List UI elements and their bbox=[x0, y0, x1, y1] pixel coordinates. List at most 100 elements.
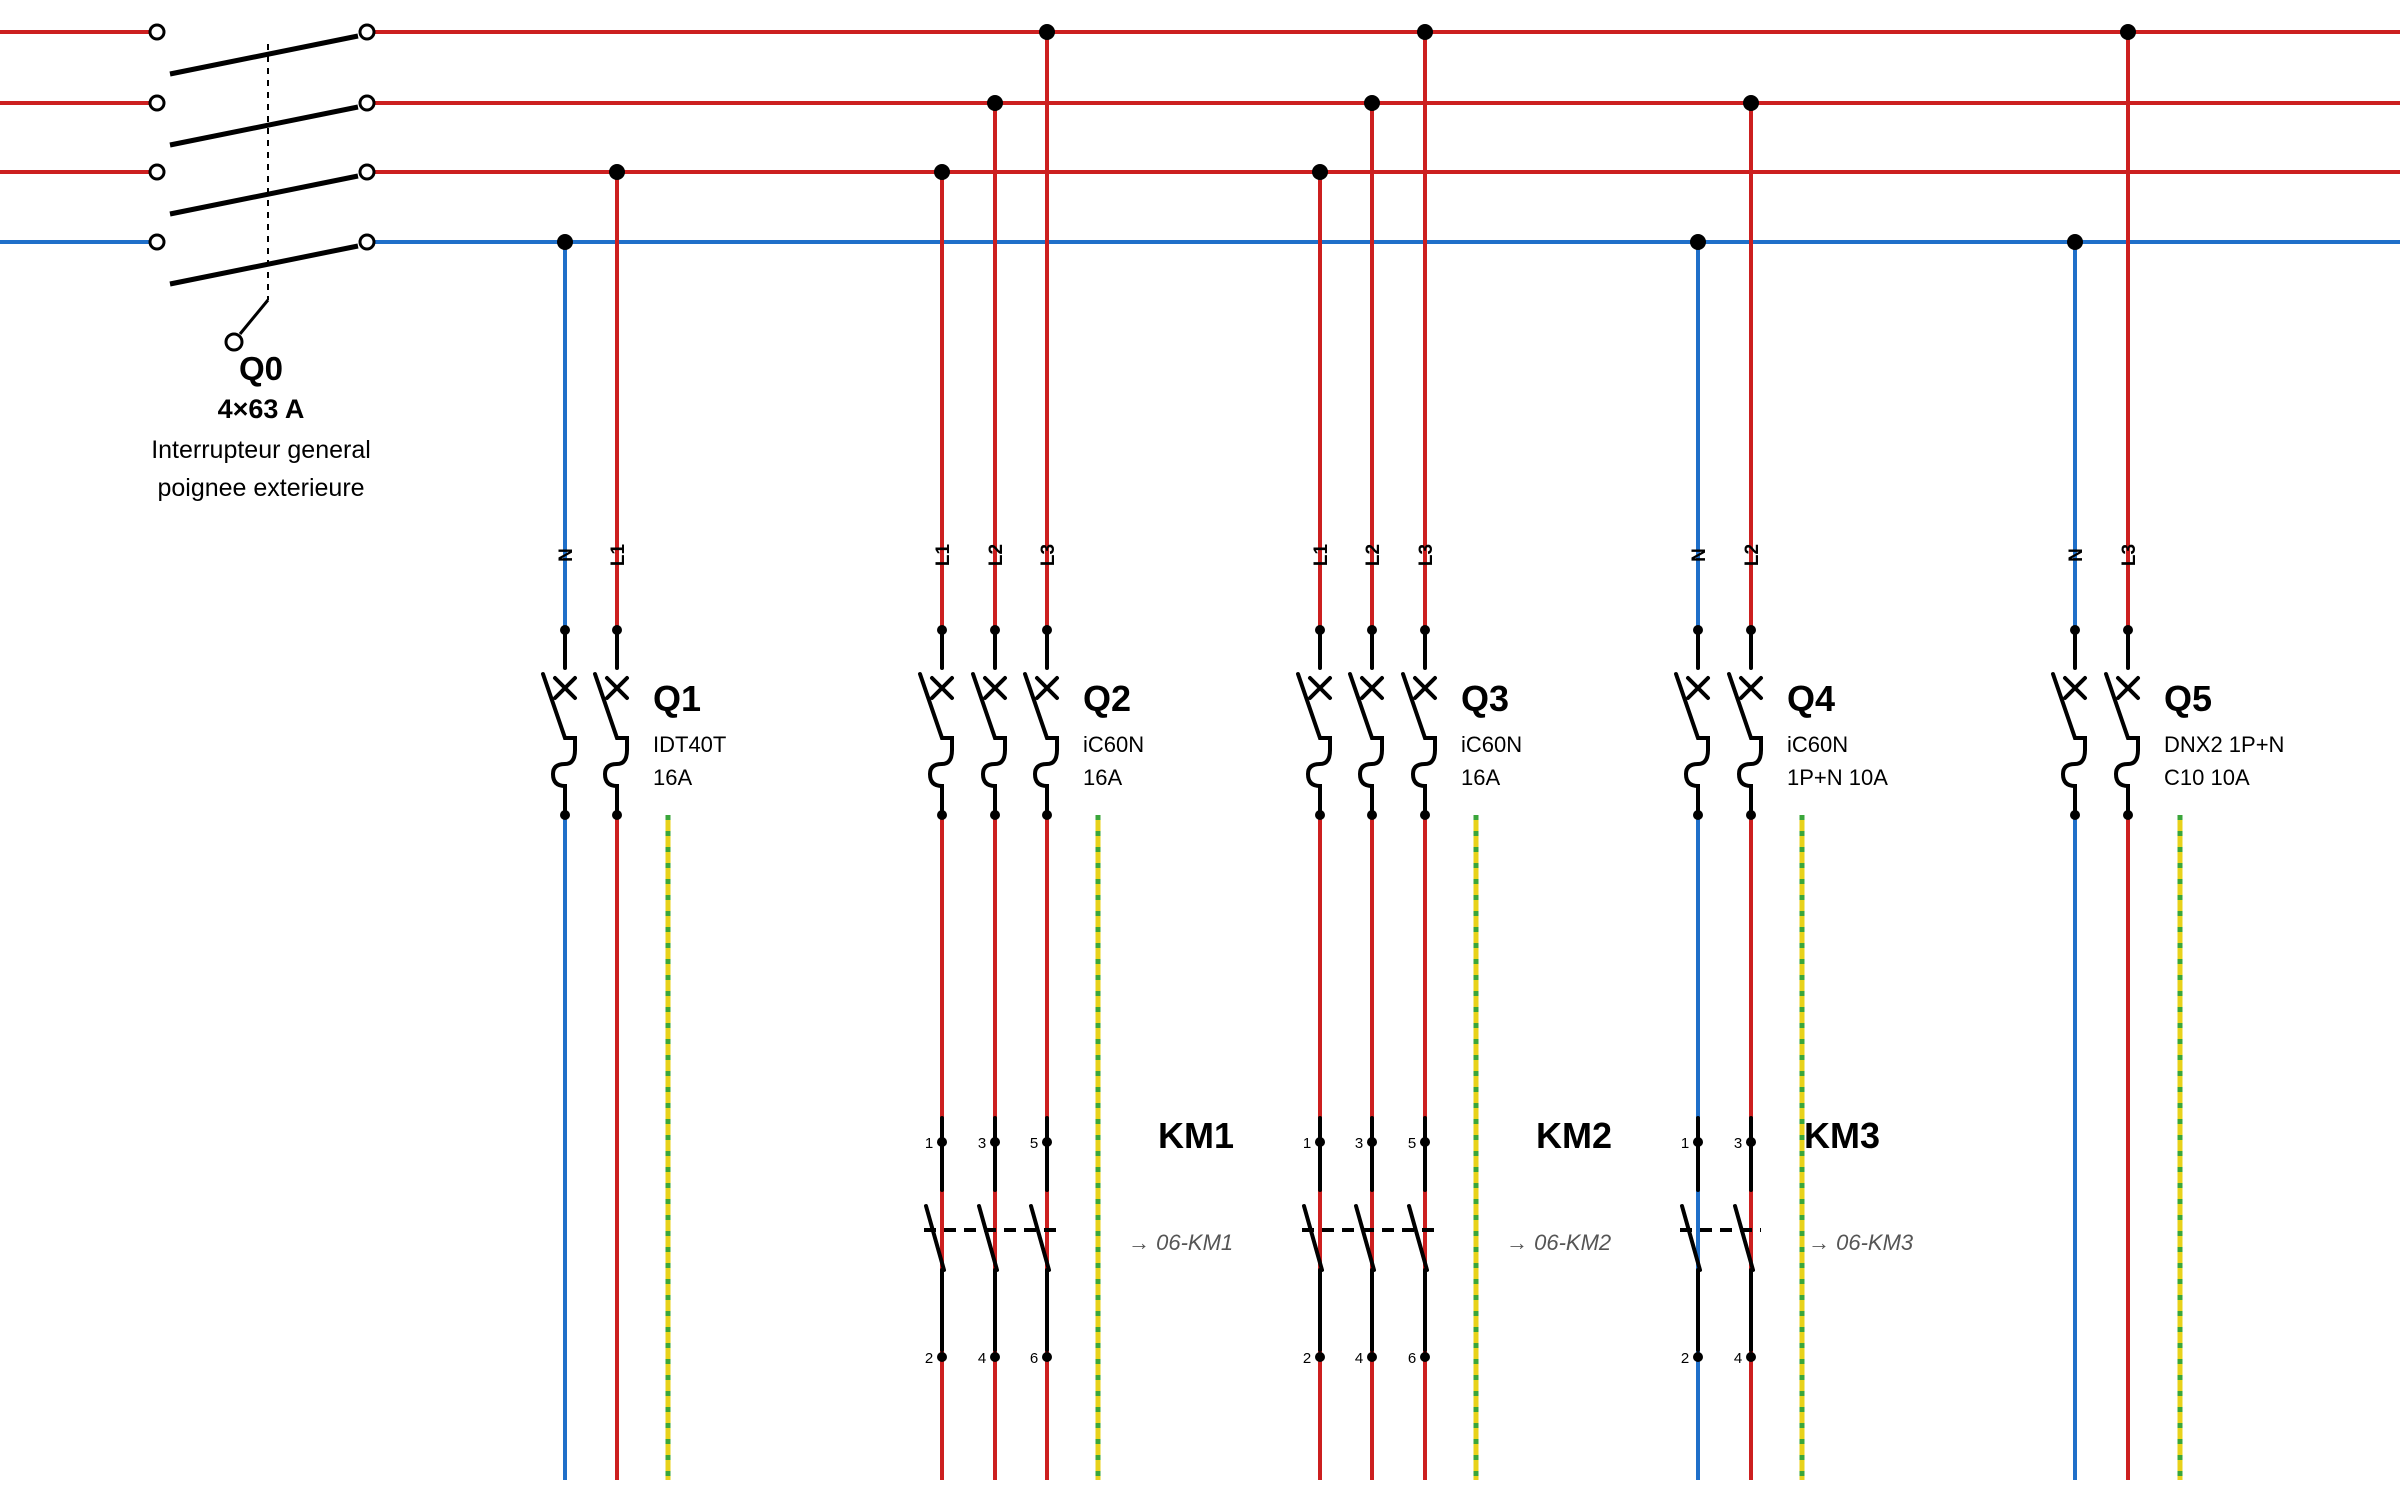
junction-dot bbox=[557, 234, 573, 250]
contactor-terminal-bottom bbox=[1693, 1352, 1703, 1362]
breaker-contact bbox=[2104, 672, 2140, 817]
breaker-name: Q1 bbox=[653, 678, 701, 719]
contactor-name: KM2 bbox=[1536, 1115, 1612, 1156]
phase-label: L1 bbox=[933, 543, 954, 566]
contactor-name: KM1 bbox=[1158, 1115, 1234, 1156]
phase-label: L3 bbox=[2119, 544, 2140, 566]
breaker-rating: 16A bbox=[1461, 765, 1500, 790]
contactor-terminal-top bbox=[1315, 1137, 1325, 1147]
breaker-model: iC60N bbox=[1083, 732, 1144, 757]
main-switch-blade-l1 bbox=[169, 173, 359, 217]
breaker-trip-cross bbox=[2063, 676, 2087, 700]
contactor-terminal-bottom bbox=[1367, 1352, 1377, 1362]
main-switch-description-2: poignee exterieure bbox=[157, 474, 364, 502]
breaker-terminal-bottom bbox=[1315, 810, 1325, 820]
phase-label: L2 bbox=[986, 544, 1007, 566]
contactor-terminal-number-bottom: 2 bbox=[925, 1350, 933, 1367]
breaker-trip-cross bbox=[2116, 676, 2140, 700]
junction-dot bbox=[1690, 234, 1706, 250]
main-switch-blade-l3 bbox=[169, 33, 359, 77]
breaker-model: DNX2 1P+N bbox=[2164, 732, 2284, 757]
main-switch-terminal-right-l1 bbox=[358, 163, 376, 181]
contactor-terminal-bottom bbox=[1746, 1352, 1756, 1362]
contactor-terminal-number-bottom: 2 bbox=[1303, 1350, 1311, 1367]
breaker-model: iC60N bbox=[1787, 732, 1848, 757]
contactor-terminal-number-top: 3 bbox=[1355, 1135, 1363, 1152]
breaker-terminal-bottom bbox=[2123, 810, 2133, 820]
phase-label: L1 bbox=[1311, 543, 1332, 566]
breaker-terminal-bottom bbox=[1746, 810, 1756, 820]
contactor-blade bbox=[924, 1204, 946, 1272]
device-symbols bbox=[148, 23, 2140, 1362]
contactor-terminal-number-bottom: 4 bbox=[978, 1350, 986, 1367]
breaker-contact bbox=[1296, 672, 1332, 817]
breaker-model: iC60N bbox=[1461, 732, 1522, 757]
contactor-terminal-number-top: 3 bbox=[1734, 1135, 1742, 1152]
phase-label: N bbox=[556, 548, 577, 562]
breaker-name: Q5 bbox=[2164, 678, 2212, 719]
breaker-contact bbox=[1023, 672, 1059, 817]
phase-label: L3 bbox=[1038, 544, 1059, 566]
contactor-blade bbox=[1407, 1204, 1429, 1272]
main-switch-handle-knob bbox=[224, 332, 244, 352]
main-switch-terminal-left-l3 bbox=[148, 23, 166, 41]
breaker-terminal-bottom bbox=[1420, 810, 1430, 820]
phase-label: N bbox=[2066, 548, 2087, 562]
contactor-terminal-top bbox=[1693, 1137, 1703, 1147]
breaker-terminal-bottom bbox=[560, 810, 570, 820]
breaker-name: Q2 bbox=[1083, 678, 1131, 719]
main-switch-blade-n bbox=[169, 243, 359, 287]
contactor-reference: → 06-KM1 bbox=[1128, 1230, 1233, 1255]
main-switch-terminal-right-l2 bbox=[358, 94, 376, 112]
contactor-blade bbox=[1680, 1204, 1702, 1272]
breaker-contact bbox=[918, 672, 954, 817]
contactor-terminal-top bbox=[1367, 1137, 1377, 1147]
junction-dot bbox=[1312, 164, 1328, 180]
breaker-trip-cross bbox=[983, 676, 1007, 700]
contactor-terminal-bottom bbox=[1420, 1352, 1430, 1362]
breaker-model: IDT40T bbox=[653, 732, 726, 757]
breaker-trip-cross bbox=[930, 676, 954, 700]
contactor-reference: → 06-KM3 bbox=[1808, 1230, 1914, 1255]
junction-dot bbox=[987, 95, 1003, 111]
labels: Q0 4×63 A Interrupteur general poignee e… bbox=[151, 350, 2284, 1367]
breaker-trip-cross bbox=[1413, 676, 1437, 700]
contactor-terminal-number-bottom: 4 bbox=[1355, 1350, 1363, 1367]
main-switch-name: Q0 bbox=[239, 350, 283, 387]
contactor-terminal-number-bottom: 4 bbox=[1734, 1350, 1742, 1367]
breaker-terminal-bottom bbox=[1693, 810, 1703, 820]
breaker-rating: C10 10A bbox=[2164, 765, 2250, 790]
junction-dot bbox=[1743, 95, 1759, 111]
contactor-blade bbox=[977, 1204, 999, 1272]
breaker-terminal-bottom bbox=[612, 810, 622, 820]
breaker-trip-cross bbox=[553, 676, 577, 700]
main-switch-terminal-right-n bbox=[358, 233, 376, 251]
contactor-terminal-top bbox=[1420, 1137, 1430, 1147]
main-switch-blade-l2 bbox=[169, 104, 359, 148]
breaker-contact bbox=[971, 672, 1007, 817]
contactor-terminal-number-top: 3 bbox=[978, 1135, 986, 1152]
contactor-terminal-number-bottom: 6 bbox=[1408, 1350, 1416, 1367]
breaker-terminal-bottom bbox=[1042, 810, 1052, 820]
busbars bbox=[0, 30, 2400, 244]
breaker-contact bbox=[1727, 672, 1763, 817]
breaker-contact bbox=[1401, 672, 1437, 817]
main-switch-handle bbox=[238, 299, 270, 335]
main-switch-terminal-left-n bbox=[148, 233, 166, 251]
breaker-rating: 1P+N 10A bbox=[1787, 765, 1888, 790]
contactor-name: KM3 bbox=[1804, 1115, 1880, 1156]
junction-dot bbox=[609, 164, 625, 180]
phase-label: L1 bbox=[608, 543, 629, 566]
breaker-contact bbox=[541, 672, 577, 817]
breaker-terminal-bottom bbox=[990, 810, 1000, 820]
breaker-trip-cross bbox=[1360, 676, 1384, 700]
breaker-contact bbox=[1674, 672, 1710, 817]
contactor-reference: → 06-KM2 bbox=[1506, 1230, 1611, 1255]
contactor-blade bbox=[1354, 1204, 1376, 1272]
contactor-terminal-number-bottom: 2 bbox=[1681, 1350, 1689, 1367]
junction-dot bbox=[1364, 95, 1380, 111]
contactor-terminal-number-bottom: 6 bbox=[1030, 1350, 1038, 1367]
breaker-name: Q3 bbox=[1461, 678, 1509, 719]
contactor-terminal-number-top: 1 bbox=[925, 1135, 933, 1152]
